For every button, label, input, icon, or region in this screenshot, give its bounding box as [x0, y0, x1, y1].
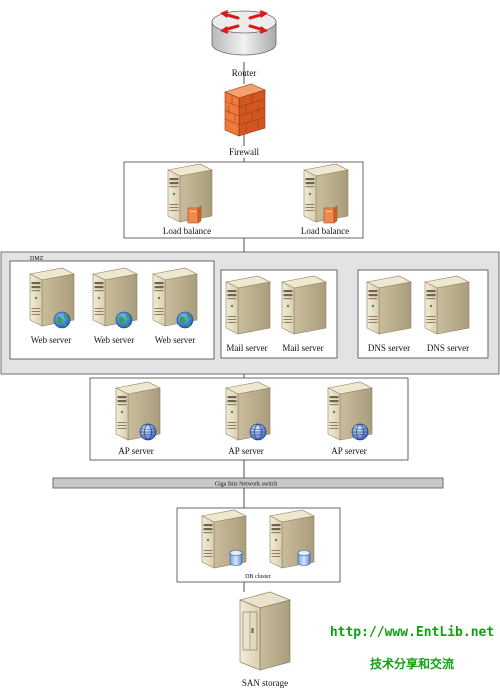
ap-server-label: AP server — [331, 446, 366, 456]
router-icon — [211, 10, 277, 56]
load-balance-label-1: Load balance — [163, 226, 211, 236]
dns-server-2: DNS server — [424, 275, 470, 353]
network-badge-icon — [249, 423, 267, 441]
load-balance-badge-icon — [187, 205, 202, 224]
dns-server-label: DNS server — [427, 343, 469, 353]
globe-badge-icon — [115, 311, 133, 329]
web-server-label: Web server — [31, 335, 72, 345]
watermark-tagline: 技术分享和交流 — [370, 656, 454, 671]
dmz-label: DMZ — [30, 256, 44, 262]
network-badge-icon — [139, 423, 157, 441]
ap-server-2: AP server — [225, 381, 271, 456]
database-badge-icon — [229, 550, 243, 566]
network-switch-label: Giga Bits Network switch — [215, 482, 278, 488]
dns-server-1: DNS server — [366, 275, 412, 353]
network-switch-bar — [52, 477, 444, 489]
load-balancer-2: Load balance — [301, 163, 349, 236]
firewall-label: Firewall — [229, 147, 259, 157]
san-storage-label: SAN storage — [242, 678, 288, 688]
server-tower-icon — [424, 275, 470, 335]
globe-badge-icon — [53, 311, 71, 329]
firewall-icon — [224, 83, 266, 137]
mail-server-1: Mail server — [225, 275, 271, 353]
web-server-3: Web server — [152, 267, 198, 345]
ap-server-1: AP server — [115, 381, 161, 456]
server-tower-icon — [281, 275, 327, 335]
database-badge-icon — [297, 550, 311, 566]
server-tower-icon — [366, 275, 412, 335]
ap-server-label: AP server — [118, 446, 153, 456]
router-label: Router — [232, 68, 257, 78]
storage-cabinet-icon — [239, 591, 291, 671]
dns-server-label: DNS server — [368, 343, 410, 353]
db-server-2 — [269, 509, 315, 569]
web-server-2: Web server — [92, 267, 138, 345]
network-badge-icon — [351, 423, 369, 441]
db-server-1 — [201, 509, 247, 569]
db-cluster-label: DB cluster — [245, 574, 271, 580]
mail-server-label: Mail server — [282, 343, 323, 353]
db-cluster-zone — [176, 507, 341, 583]
mail-server-label: Mail server — [226, 343, 267, 353]
web-server-1: Web server — [29, 267, 75, 345]
ap-server-label: AP server — [228, 446, 263, 456]
mail-server-2: Mail server — [281, 275, 327, 353]
ap-server-3: AP server — [327, 381, 373, 456]
web-server-label: Web server — [155, 335, 196, 345]
web-server-label: Web server — [94, 335, 135, 345]
load-balancer-1: Load balance — [163, 163, 213, 236]
watermark-url: http://www.EntLib.net — [330, 625, 494, 640]
globe-badge-icon — [176, 311, 194, 329]
load-balance-badge-icon — [323, 205, 338, 224]
load-balance-label-2: Load balance — [301, 226, 349, 236]
server-tower-icon — [225, 275, 271, 335]
